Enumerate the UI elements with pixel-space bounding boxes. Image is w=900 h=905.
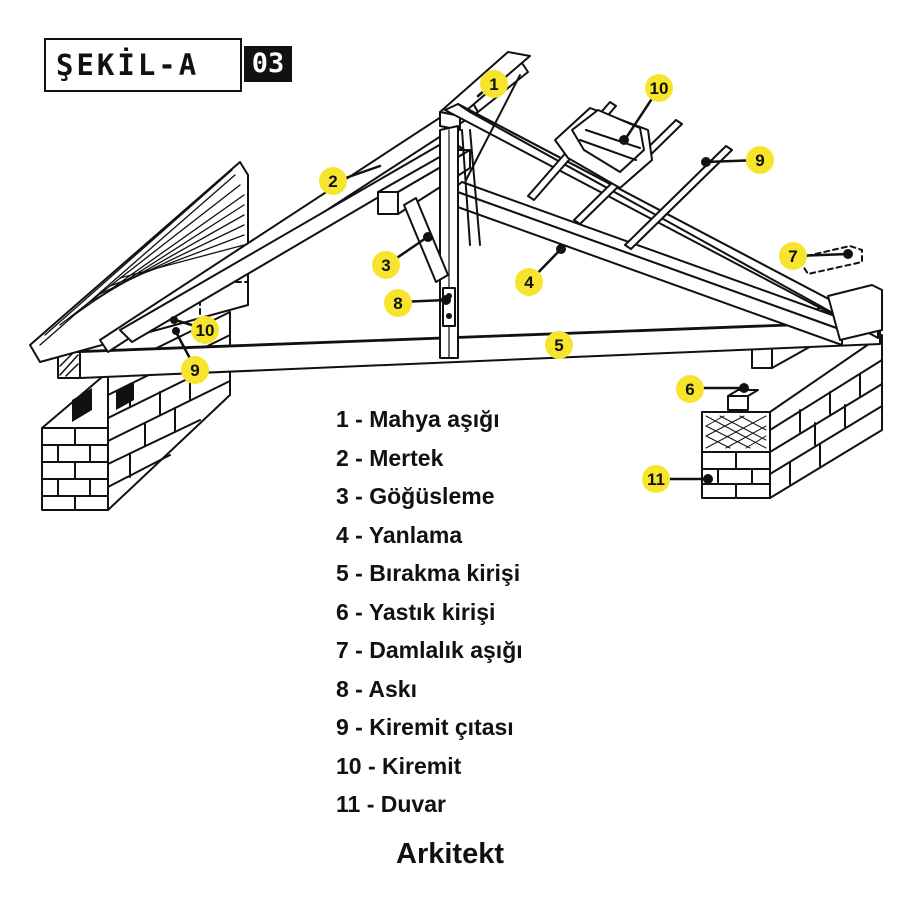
svg-text:10: 10 — [196, 321, 215, 340]
svg-text:3: 3 — [381, 256, 390, 275]
svg-text:10: 10 — [650, 79, 669, 98]
rafter-bracing — [461, 74, 521, 246]
svg-text:2: 2 — [328, 172, 337, 191]
left-principal-beam — [119, 139, 463, 343]
svg-text:11: 11 — [647, 470, 665, 489]
figure-title-box: ŞEKİL-A — [44, 38, 242, 92]
legend-item: 2 - Mertek — [336, 444, 444, 471]
callout-11: 11 — [642, 465, 670, 493]
callout-9-left: 9 — [181, 356, 209, 384]
king-post — [439, 125, 459, 359]
callout-4: 4 — [515, 268, 543, 296]
callout-8: 8 — [384, 289, 412, 317]
callout-2: 2 — [319, 167, 347, 195]
legend-item: 6 - Yastık kirişi — [336, 598, 496, 625]
svg-text:9: 9 — [190, 361, 199, 380]
legend-item: 9 - Kiremit çıtası — [336, 714, 514, 740]
legend-item: 7 - Damlalık aşığı — [336, 637, 523, 663]
callout-10-right: 10 — [645, 74, 673, 102]
legend-item: 8 - Askı — [336, 675, 417, 702]
callout-3: 3 — [372, 251, 400, 279]
svg-text:9: 9 — [755, 151, 764, 170]
right-brick-wall — [701, 334, 883, 499]
legend-item: 3 - Göğüsleme — [336, 483, 495, 509]
left-tile-sheet — [29, 161, 249, 363]
roof-tile — [554, 107, 653, 189]
svg-text:8: 8 — [393, 294, 402, 313]
eave-purlin — [797, 245, 863, 275]
figure-number: 03 — [244, 46, 292, 82]
leader-dots — [170, 135, 853, 484]
callout-5: 5 — [545, 331, 573, 359]
svg-text:4: 4 — [524, 273, 534, 292]
callout-7: 7 — [779, 242, 807, 270]
legend-item: 5 - Bırakma kirişi — [336, 560, 521, 586]
svg-text:7: 7 — [788, 247, 797, 266]
callout-10-left: 10 — [191, 316, 219, 344]
legend-item: 11 - Duvar — [336, 791, 446, 817]
callout-badges: 1 2 3 4 5 6 7 8 9 10 9 10 11 — [181, 70, 807, 493]
parts-legend: 1 - Mahya aşığı 2 - Mertek 3 - Göğüsleme… — [336, 400, 523, 824]
right-upper-block — [827, 284, 883, 341]
svg-text:1: 1 — [489, 75, 498, 94]
callout-1: 1 — [480, 70, 508, 98]
legend-item: 4 - Yanlama — [336, 521, 463, 548]
callout-9-right: 9 — [746, 146, 774, 174]
legend-item: 1 - Mahya aşığı — [336, 406, 500, 432]
figure-title: ŞEKİL-A — [56, 48, 200, 82]
svg-text:5: 5 — [554, 336, 563, 355]
svg-text:6: 6 — [685, 380, 694, 399]
callout-6: 6 — [676, 375, 704, 403]
legend-item: 10 - Kiremit — [336, 752, 462, 779]
brand-logo: Arkitekt — [396, 838, 504, 870]
tie-beam — [57, 321, 881, 379]
